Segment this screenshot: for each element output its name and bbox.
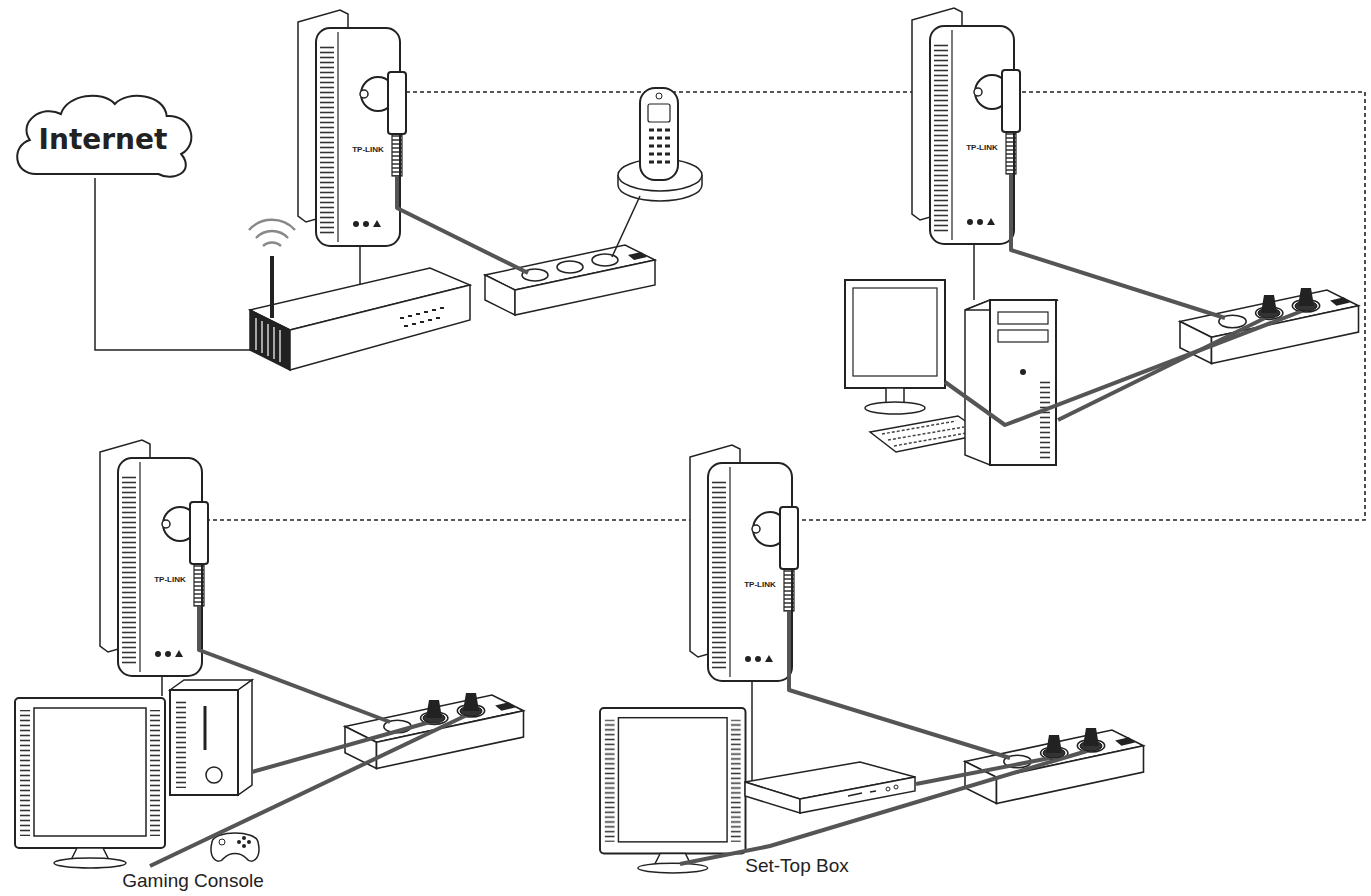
pc-monitor-base (865, 402, 925, 414)
power-cord (397, 176, 528, 273)
phone-speaker (656, 93, 662, 99)
pc-screen (853, 288, 937, 376)
powerline-adapter (298, 10, 406, 246)
router-side (290, 285, 470, 370)
keyboard-keys (882, 421, 972, 446)
stb-display (848, 791, 876, 796)
power-cord (1011, 174, 1225, 318)
power-strip (1180, 290, 1359, 364)
stb-end (745, 782, 800, 813)
power-strip (965, 730, 1144, 804)
stb-button (886, 787, 890, 791)
gaming-console (170, 680, 252, 795)
pc-tower-side (965, 300, 990, 465)
phone-screen (648, 104, 670, 122)
controller-stick (219, 839, 225, 845)
stb-button (894, 785, 898, 789)
console-vents (176, 700, 186, 788)
cloud-shape (17, 96, 191, 177)
pc-drive (998, 312, 1048, 324)
powerline-link (406, 92, 1365, 520)
router-front (250, 310, 290, 370)
tv-monitor (15, 698, 165, 868)
cloud-node: Internet (7, 88, 200, 182)
power-cord (199, 606, 390, 722)
dect-phone (618, 88, 702, 201)
node-title: Internet (39, 123, 168, 156)
router-antenna (270, 256, 274, 318)
phone-keypad (649, 130, 670, 162)
pc-drive (998, 330, 1048, 342)
controller-button (247, 840, 251, 844)
device-label: Set-Top Box (745, 856, 849, 877)
power-cord (945, 311, 1302, 425)
power-cord (1058, 318, 1265, 420)
plug-head (1295, 288, 1317, 311)
plug-head (1258, 295, 1280, 318)
device-label: Gaming Console (122, 871, 264, 892)
power-cord (789, 611, 1010, 758)
brand-label: TP-LINK (744, 581, 776, 590)
ethernet-cable (161, 674, 163, 696)
controller-button (242, 836, 246, 840)
router-ports (400, 308, 444, 326)
console-front (170, 690, 238, 795)
brand-label: TP-LINK (966, 144, 998, 153)
power-cords (150, 174, 1302, 866)
console-button (206, 767, 222, 783)
power-cord (150, 715, 467, 866)
plug-head (1080, 728, 1102, 751)
controller-button (237, 840, 241, 844)
power-cord (680, 751, 1087, 864)
pc-vents (1040, 380, 1050, 460)
plug-head (460, 693, 482, 716)
brand-label: TP-LINK (352, 146, 384, 155)
ethernet-cable (359, 244, 361, 286)
powerline-adapter (690, 445, 798, 681)
controller-body (211, 833, 259, 861)
router-vents (256, 318, 280, 362)
power-strip (485, 245, 655, 315)
pc-monitor (845, 280, 945, 388)
console-side (238, 680, 252, 795)
tv-monitor (600, 708, 746, 873)
console-slot (204, 706, 207, 750)
powerline-adapter (912, 8, 1020, 244)
ethernet-cable (751, 679, 753, 784)
pc-tower-front (990, 300, 1056, 465)
powerline-link (206, 519, 700, 521)
ethernet-cable (973, 242, 975, 300)
set-top-box (745, 762, 915, 813)
desktop-computer (845, 280, 1058, 465)
game-controller (211, 833, 259, 861)
wifi-waves (249, 220, 295, 246)
pc-power-button (1020, 369, 1026, 375)
plug-head (423, 700, 445, 723)
internet-line (95, 178, 252, 350)
plug-head (1043, 735, 1065, 758)
phone-handset (640, 88, 678, 180)
phone-cord (612, 196, 640, 257)
brand-label: TP-LINK (154, 576, 186, 585)
powerline-adapter (100, 440, 208, 676)
controller-button (242, 844, 246, 848)
